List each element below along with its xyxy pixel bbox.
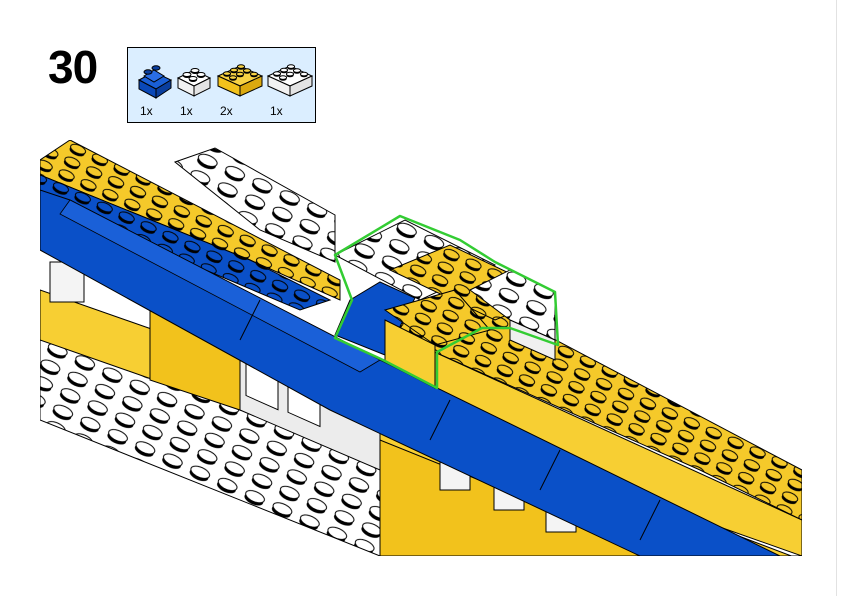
page-edge-line: [836, 0, 837, 596]
part-blue-slope: 1x: [134, 58, 178, 118]
part-quantity: 1x: [270, 104, 283, 118]
yellow-brick-2x4-icon: [216, 64, 264, 97]
white-back-wall: [173, 147, 336, 263]
part-quantity: 1x: [180, 104, 193, 118]
part-white-brick-2x4: 1x: [264, 58, 316, 118]
white-brick-2x4-icon: [266, 64, 314, 97]
white-brick-2x2-icon: [176, 68, 212, 97]
new-blue-slope: [334, 281, 416, 356]
part-yellow-brick-2x4: 2x: [214, 58, 266, 118]
yellow-top-left: [40, 140, 341, 301]
part-white-brick-2x2: 1x: [174, 58, 218, 118]
highlight-outline: [333, 214, 560, 390]
parts-callout: 1x 1x 2x: [127, 47, 316, 123]
blue-slope-2x2-icon: [137, 65, 173, 99]
part-quantity: 2x: [220, 104, 233, 118]
part-quantity: 1x: [140, 104, 153, 118]
blue-studs-row: [40, 174, 332, 311]
new-white-brick-2x4: [469, 269, 556, 341]
step-number: 30: [48, 41, 98, 93]
